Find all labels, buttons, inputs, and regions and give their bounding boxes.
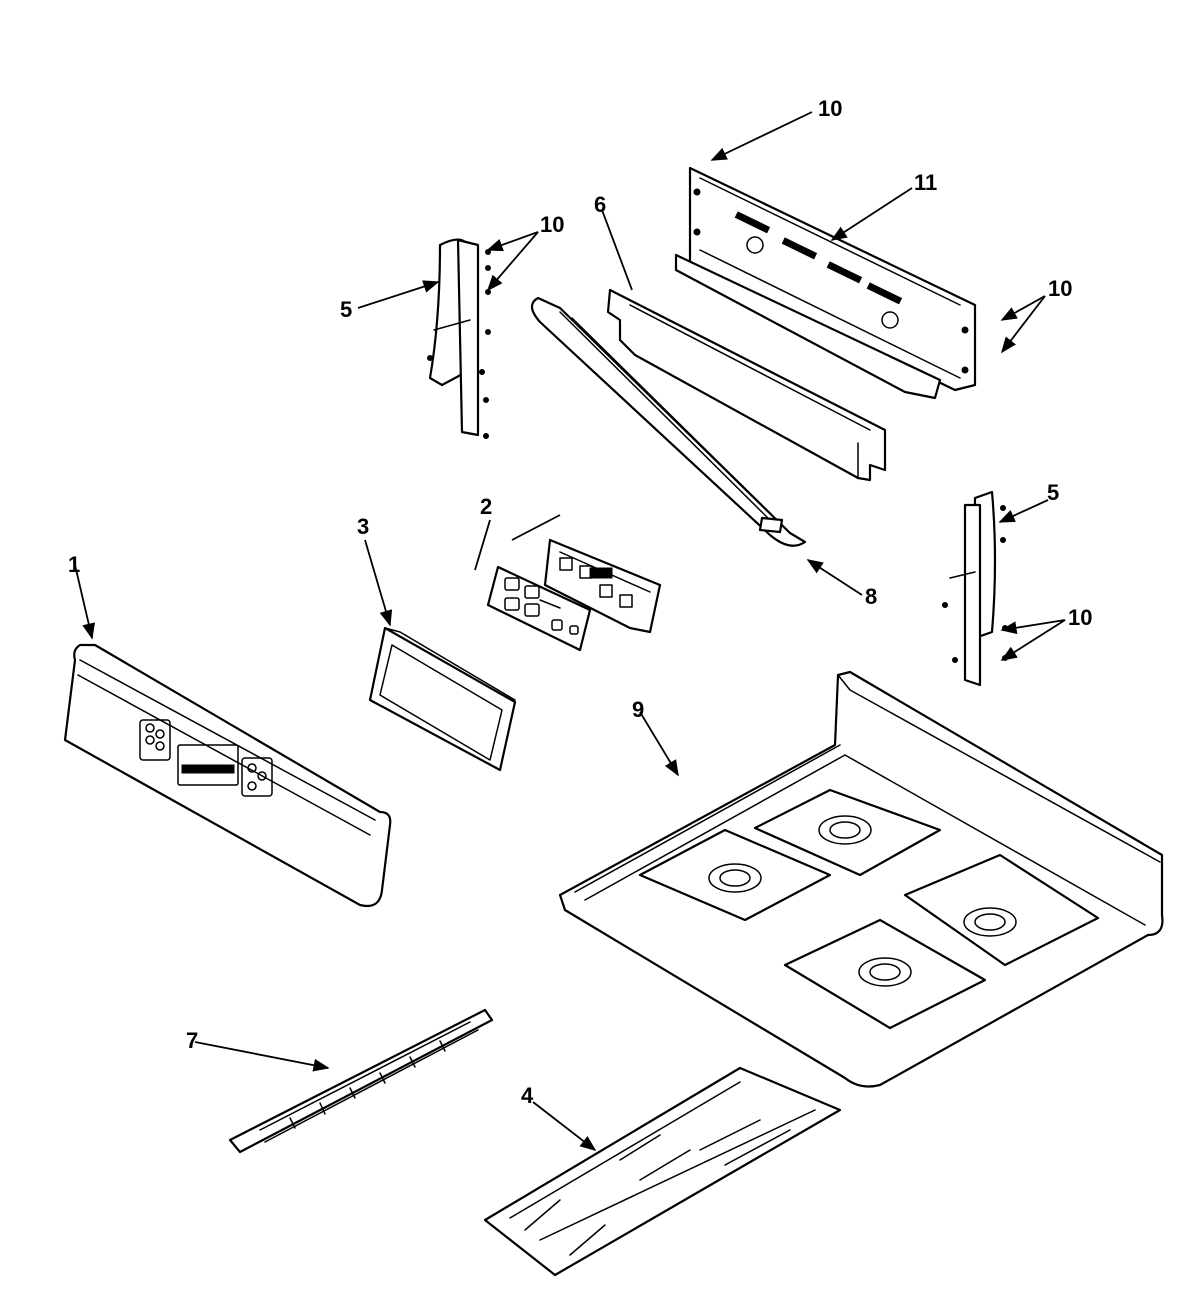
callout-5-left: 5 <box>340 297 352 322</box>
part-rear-panel <box>674 166 977 400</box>
callout-1: 1 <box>68 552 80 577</box>
callout-6: 6 <box>594 192 606 217</box>
part-end-trim <box>530 296 807 547</box>
part-trim-bracket <box>606 288 887 482</box>
callout-10-left: 10 <box>540 212 564 237</box>
part-display-lens <box>368 626 517 772</box>
callout-10-right-lower: 10 <box>1068 605 1092 630</box>
callout-9: 9 <box>632 697 644 722</box>
callout-8: 8 <box>865 584 877 609</box>
callout-10-right-upper: 10 <box>1048 276 1072 301</box>
callout-4: 4 <box>521 1083 534 1108</box>
callout-2: 2 <box>480 494 492 519</box>
part-burner-grate <box>483 1066 842 1277</box>
part-side-bracket-left <box>427 238 491 439</box>
callout-5-right: 5 <box>1047 480 1059 505</box>
part-control-panel <box>63 643 392 908</box>
part-drip-strip <box>228 1008 494 1154</box>
leader-lines <box>74 111 1066 1151</box>
callout-7: 7 <box>186 1028 198 1053</box>
part-cooktop <box>558 670 1164 1088</box>
callout-11: 11 <box>914 170 937 195</box>
callout-3: 3 <box>357 514 369 539</box>
callout-10-top: 10 <box>818 96 842 121</box>
part-control-board <box>486 538 662 652</box>
part-side-bracket-right <box>942 490 1008 687</box>
